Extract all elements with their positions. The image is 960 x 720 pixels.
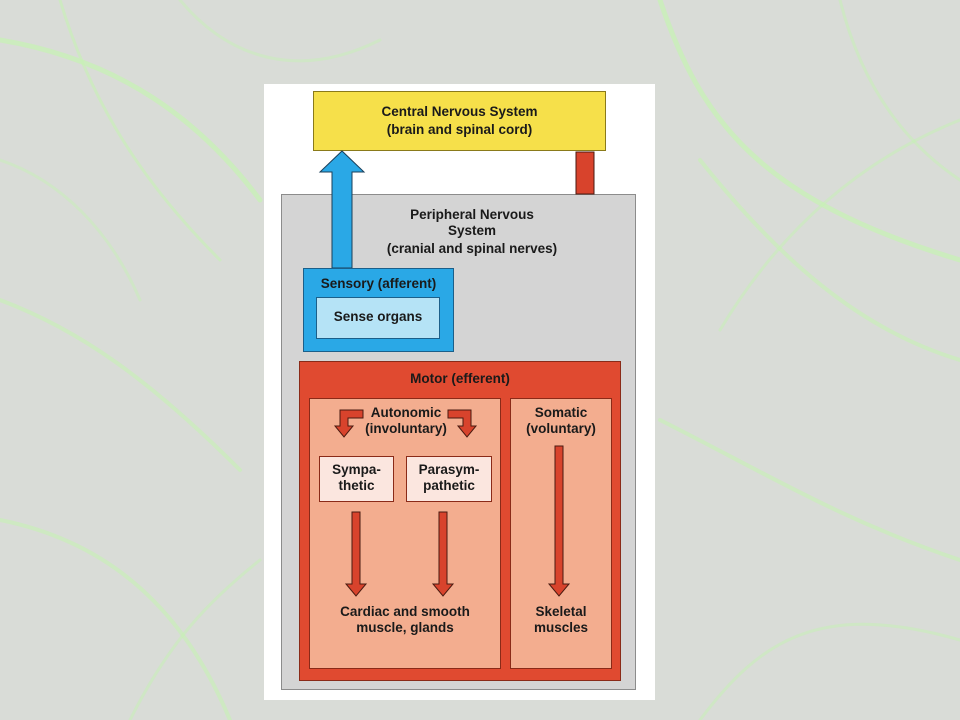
autonomic-box: Autonomic (involuntary) Cardiac and smoo… — [309, 398, 501, 669]
sensory-arrow-layer — [318, 150, 366, 269]
parasympathetic-label: Parasym- pathetic — [418, 462, 480, 494]
motor-arrow-tail-top — [575, 151, 595, 195]
parasympathetic-box: Parasym- pathetic — [406, 456, 492, 502]
sympathetic-label: Sympa- thetic — [332, 462, 381, 494]
central-title: Central Nervous System — [381, 104, 538, 119]
sense-organs-label: Sense organs — [333, 309, 423, 324]
sensory-title: Sensory (afferent) — [320, 276, 437, 291]
peripheral-subtitle: (cranial and spinal nerves) — [386, 241, 558, 256]
somatic-arrow-top — [547, 445, 571, 597]
sympathetic-arrow-top — [344, 511, 368, 597]
somatic-target-label: Skeletal muscles — [533, 604, 589, 636]
diagram-panel: Central Nervous System (brain and spinal… — [264, 84, 655, 700]
somatic-title: Somatic (voluntary) — [526, 405, 596, 437]
sense-organs-box: Sense organs — [316, 297, 440, 339]
autonomic-left-arrow-top — [333, 409, 364, 438]
central-nervous-system-box: Central Nervous System (brain and spinal… — [313, 91, 606, 151]
autonomic-right-arrow-top — [447, 409, 478, 438]
peripheral-title: Peripheral Nervous System — [410, 207, 534, 239]
motor-title: Motor (efferent) — [410, 371, 510, 386]
central-subtitle: (brain and spinal cord) — [386, 122, 533, 137]
autonomic-arrow-layer — [333, 151, 595, 597]
autonomic-target-label: Cardiac and smooth muscle, glands — [340, 604, 470, 636]
autonomic-title: Autonomic (involuntary) — [365, 405, 447, 437]
sensory-up-arrow — [318, 150, 366, 269]
parasympathetic-arrow-top — [431, 511, 455, 597]
sympathetic-box: Sympa- thetic — [319, 456, 394, 502]
